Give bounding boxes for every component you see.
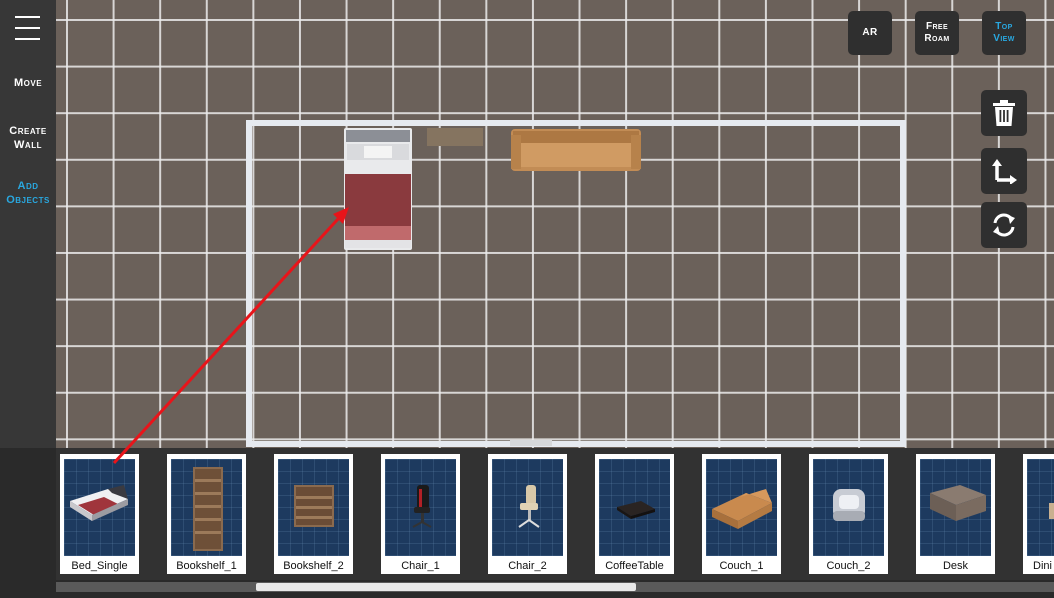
door-gap [510,440,552,446]
hamburger-menu-icon[interactable] [15,16,40,40]
object-card-bed-single[interactable]: Bed_Single [60,454,139,574]
move-axis-button[interactable] [981,148,1027,194]
bookshelf-thumbnail [278,459,349,556]
tray-scrollbar[interactable] [56,582,1054,592]
object-label: CoffeeTable [605,560,664,572]
ar-button[interactable]: AR [848,11,892,55]
object-card-bookshelf-1[interactable]: Bookshelf_1 [167,454,246,574]
placed-desk[interactable] [427,128,483,146]
object-label: Chair_2 [508,560,547,572]
object-tray[interactable]: Bed_Single Bookshelf_1 [56,448,1054,580]
trash-icon [993,100,1015,126]
free-roam-label-line2: Roam [924,33,950,44]
object-card-chair-1[interactable]: Chair_1 [381,454,460,574]
couch-thumbnail [706,459,777,556]
bed-thumbnail [64,459,135,556]
coffee-table-thumbnail [599,459,670,556]
object-card-chair-2[interactable]: Chair_2 [488,454,567,574]
object-card-coffee-table[interactable]: CoffeeTable [595,454,674,574]
chair-thumbnail [385,459,456,556]
add-objects-button[interactable]: Add Objects [0,179,56,207]
bookshelf-thumbnail [171,459,242,556]
object-card-desk[interactable]: Desk [916,454,995,574]
add-objects-label-line1: Add [17,180,39,192]
placed-bed-single[interactable] [344,128,412,250]
object-label: Chair_1 [401,560,440,572]
object-card-bookshelf-2[interactable]: Bookshelf_2 [274,454,353,574]
top-view-label-line2: View [993,33,1015,44]
move-button[interactable]: Move [0,76,56,90]
object-label: Bed_Single [71,560,128,572]
top-view-label-line1: Top [995,21,1013,32]
left-bottom-panel [0,448,56,598]
create-wall-button[interactable]: Create Wall [0,124,56,152]
object-label: Dini [1033,560,1052,572]
desk-thumbnail [920,459,991,556]
object-label: Bookshelf_2 [283,560,344,572]
top-view-button[interactable]: Top View [982,11,1026,55]
delete-button[interactable] [981,90,1027,136]
placed-couch[interactable] [511,129,641,171]
ar-label: AR [862,27,878,38]
armchair-thumbnail [813,459,884,556]
object-card-dining[interactable]: Dini [1023,454,1054,574]
object-label: Couch_1 [719,560,764,572]
chair-thumbnail [492,459,563,556]
move-label: Move [13,77,43,89]
floor-plan-viewport[interactable]: AR Free Roam Top View [56,0,1054,448]
object-card-couch-1[interactable]: Couch_1 [702,454,781,574]
object-label: Desk [942,560,969,572]
free-roam-button[interactable]: Free Roam [915,11,959,55]
rotate-button[interactable] [981,202,1027,248]
left-sidebar: Move Create Wall Add Objects [0,0,56,448]
create-wall-label-line2: Wall [14,139,42,151]
create-wall-label-line1: Create [9,125,47,137]
axis-move-icon [992,159,1017,184]
tray-scrollbar-thumb[interactable] [256,583,636,591]
bottom-strip [0,592,1054,598]
add-objects-label-line2: Objects [6,194,50,206]
object-card-couch-2[interactable]: Couch_2 [809,454,888,574]
free-roam-label-line1: Free [925,21,949,32]
rotate-icon [993,213,1015,237]
object-label: Couch_2 [826,560,871,572]
object-label: Bookshelf_1 [176,560,237,572]
dining-thumbnail [1027,459,1054,556]
